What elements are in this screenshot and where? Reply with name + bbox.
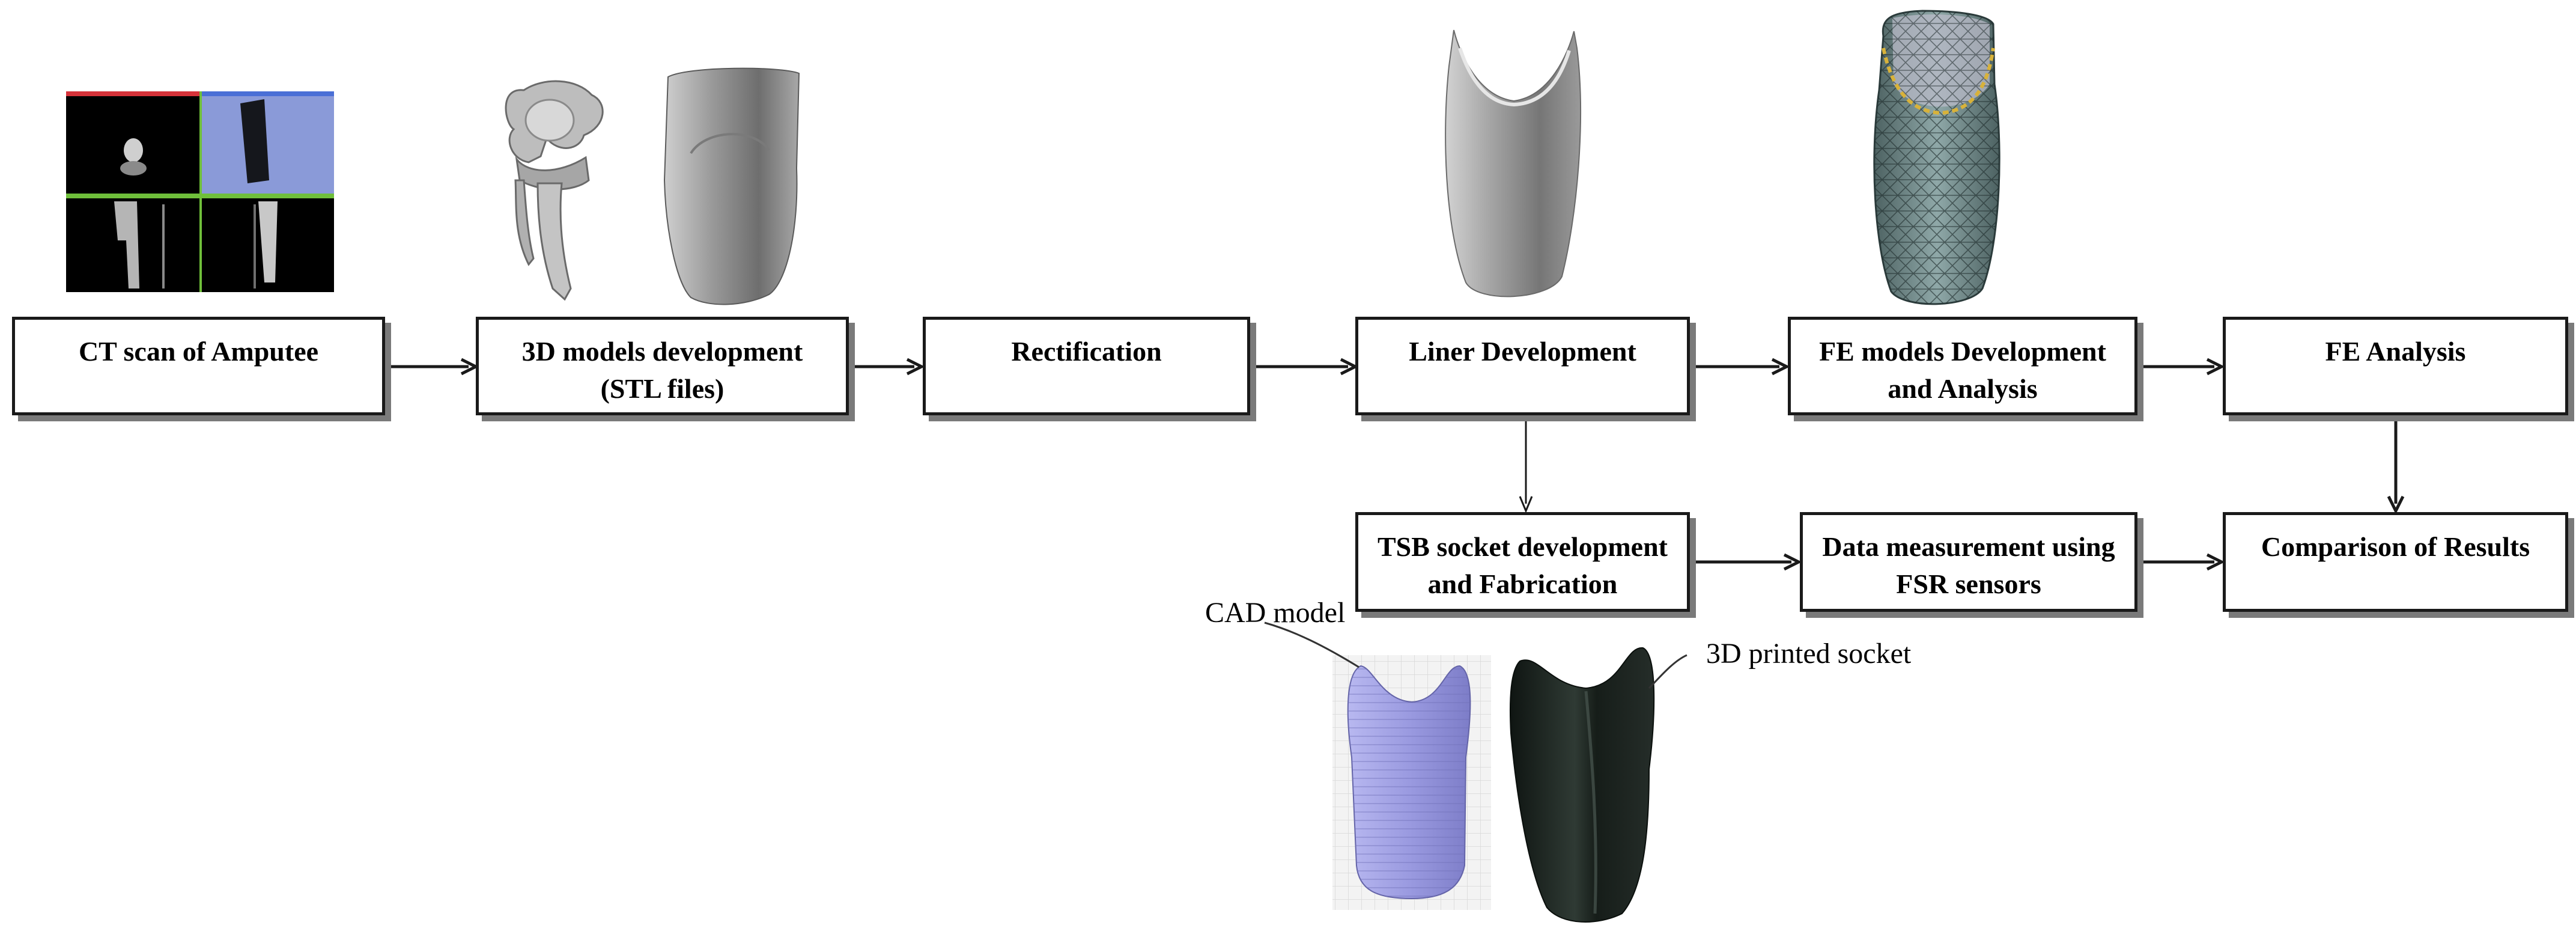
arrowhead: [1783, 553, 1802, 571]
arrowhead: [2387, 495, 2405, 514]
arrowhead: [1519, 496, 1533, 513]
box-label: Rectification: [1011, 336, 1162, 367]
ct-scan-image: [66, 91, 334, 292]
stump-model-image: [663, 67, 800, 305]
box-fe-analysis: FE Analysis: [2223, 317, 2568, 415]
caption-cad-model: CAD model: [1205, 597, 1346, 629]
box-data-measurement: Data measurement using FSR sensors: [1800, 512, 2137, 612]
fe-mesh-image: [1873, 10, 2000, 305]
connectors: [385, 358, 2405, 571]
arrowhead: [906, 358, 925, 376]
box-fe-models: FE models Development and Analysis: [1788, 317, 2137, 415]
box-label: Data measurement using FSR sensors: [1822, 531, 2115, 599]
bone-model-image: [505, 80, 604, 301]
caption-3d-printed-socket: 3D printed socket: [1706, 638, 1912, 670]
arrowhead: [2206, 358, 2225, 376]
printed-socket-image: [1509, 647, 1655, 923]
liner-image: [1445, 29, 1581, 298]
box-label: TSB socket development and Fabrication: [1378, 531, 1668, 599]
arrowhead: [1771, 358, 1790, 376]
box-rectification: Rectification: [923, 317, 1250, 415]
caption-leaders: [1264, 621, 1687, 689]
box-label: CT scan of Amputee: [78, 336, 319, 367]
box-label: 3D models development (STL files): [521, 336, 803, 404]
arrowhead: [2206, 553, 2225, 571]
box-ct-scan: CT scan of Amputee: [12, 317, 385, 415]
box-comparison: Comparison of Results: [2223, 512, 2568, 612]
box-label: Comparison of Results: [2261, 531, 2530, 562]
box-label: FE models Development and Analysis: [1819, 336, 2106, 404]
box-liner-development: Liner Development: [1355, 317, 1690, 415]
cad-model-image: [1332, 655, 1491, 910]
box-tsb-socket: TSB socket development and Fabrication: [1355, 512, 1690, 612]
box-3d-models: 3D models development (STL files): [476, 317, 849, 415]
box-label: Liner Development: [1409, 336, 1636, 367]
box-label: FE Analysis: [2325, 336, 2466, 367]
